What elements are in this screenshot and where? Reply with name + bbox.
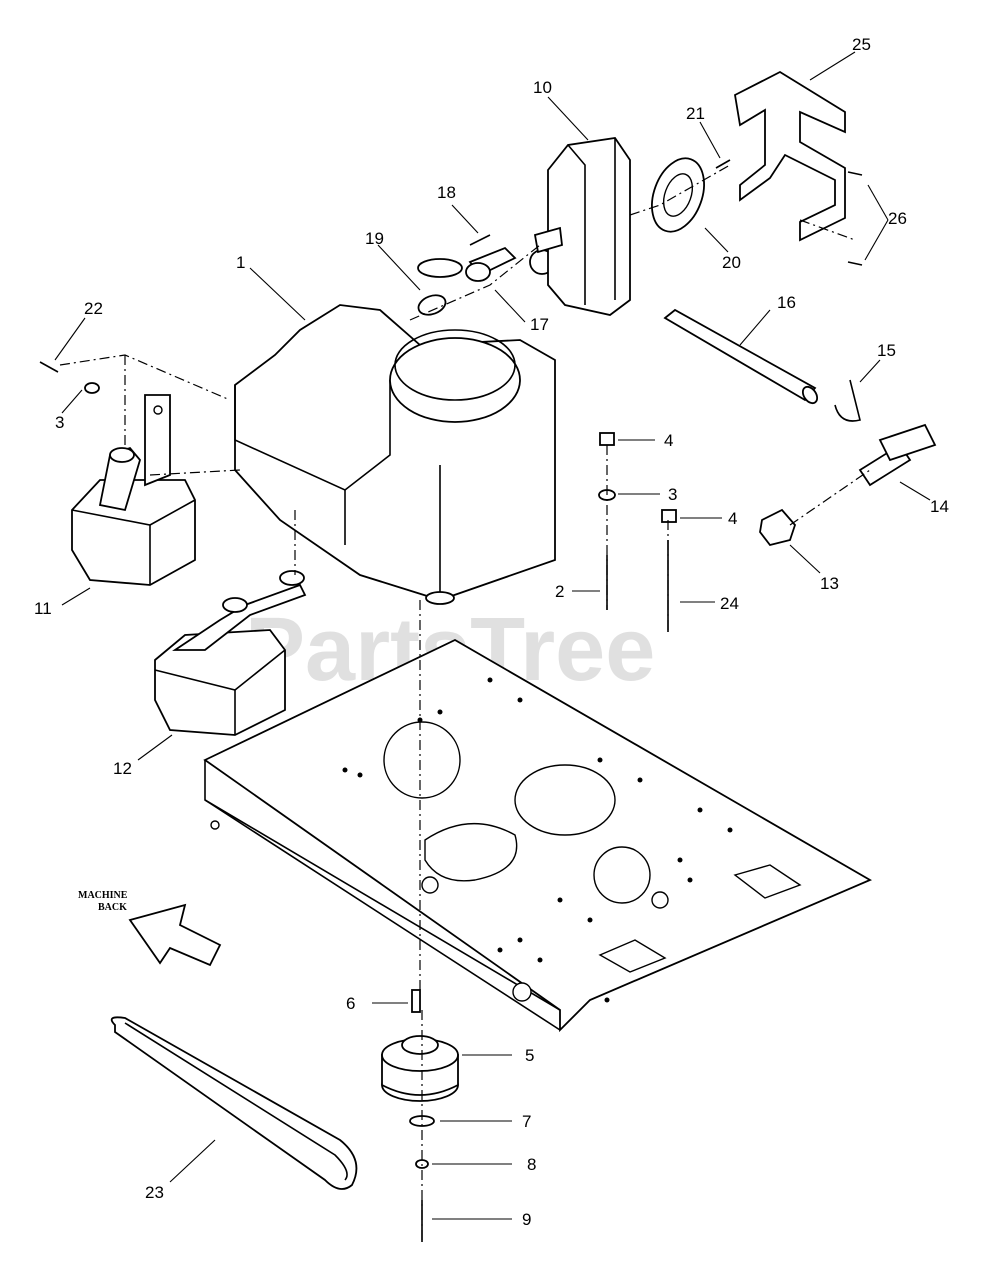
muffler-10	[533, 137, 631, 316]
callout-1: 1	[236, 253, 245, 272]
callout-21: 21	[686, 104, 705, 123]
callout-4-upper: 4	[664, 431, 673, 450]
bracket-25	[734, 70, 846, 242]
callout-18: 18	[437, 183, 456, 202]
nut-13	[759, 508, 797, 547]
muffler-11	[71, 394, 196, 586]
callout-6: 6	[346, 994, 355, 1013]
callout-10: 10	[533, 78, 552, 97]
callout-20: 20	[722, 253, 741, 272]
callout-9: 9	[522, 1210, 531, 1229]
callout-4-lower: 4	[728, 509, 737, 528]
callout-19: 19	[365, 229, 384, 248]
machine-back-indicator: MACHINE BACK	[78, 890, 222, 967]
callout-5: 5	[525, 1046, 534, 1065]
alignment-lines	[59, 164, 871, 1240]
engine	[234, 249, 556, 605]
gasket-20	[651, 157, 705, 233]
callout-11: 11	[34, 599, 52, 618]
callout-8: 8	[527, 1155, 536, 1174]
machine-back-line1: MACHINE	[78, 890, 128, 901]
callout-7: 7	[522, 1112, 531, 1131]
callout-15: 15	[877, 341, 896, 360]
callout-3-left: 3	[55, 413, 64, 432]
belt-23	[110, 1016, 358, 1190]
machine-back-line2: BACK	[98, 902, 127, 913]
callout-13: 13	[820, 574, 839, 593]
callout-23: 23	[145, 1183, 164, 1202]
callout-17: 17	[530, 315, 549, 334]
clamp-15	[834, 379, 861, 422]
fastener-hardware	[39, 159, 863, 632]
leader-lines	[54, 51, 931, 1220]
chassis-frame	[203, 638, 873, 1033]
machine-back-arrow-icon	[128, 903, 222, 967]
callout-26: 26	[888, 209, 907, 228]
callouts: 1 2 3 3 4 4 5 6 7 8 9 10 11 12 13 14 15 …	[34, 35, 949, 1229]
callout-16: 16	[777, 293, 796, 312]
callout-22: 22	[84, 299, 103, 318]
callout-25: 25	[852, 35, 871, 54]
callout-12: 12	[113, 759, 132, 778]
pulley-assembly	[381, 989, 459, 1242]
pipe-16	[663, 308, 819, 405]
fitting-14	[858, 423, 937, 487]
muffler-12	[154, 570, 307, 736]
callout-14: 14	[930, 497, 949, 516]
callout-24: 24	[720, 594, 739, 613]
callout-2: 2	[555, 582, 564, 601]
callout-3-right: 3	[668, 485, 677, 504]
